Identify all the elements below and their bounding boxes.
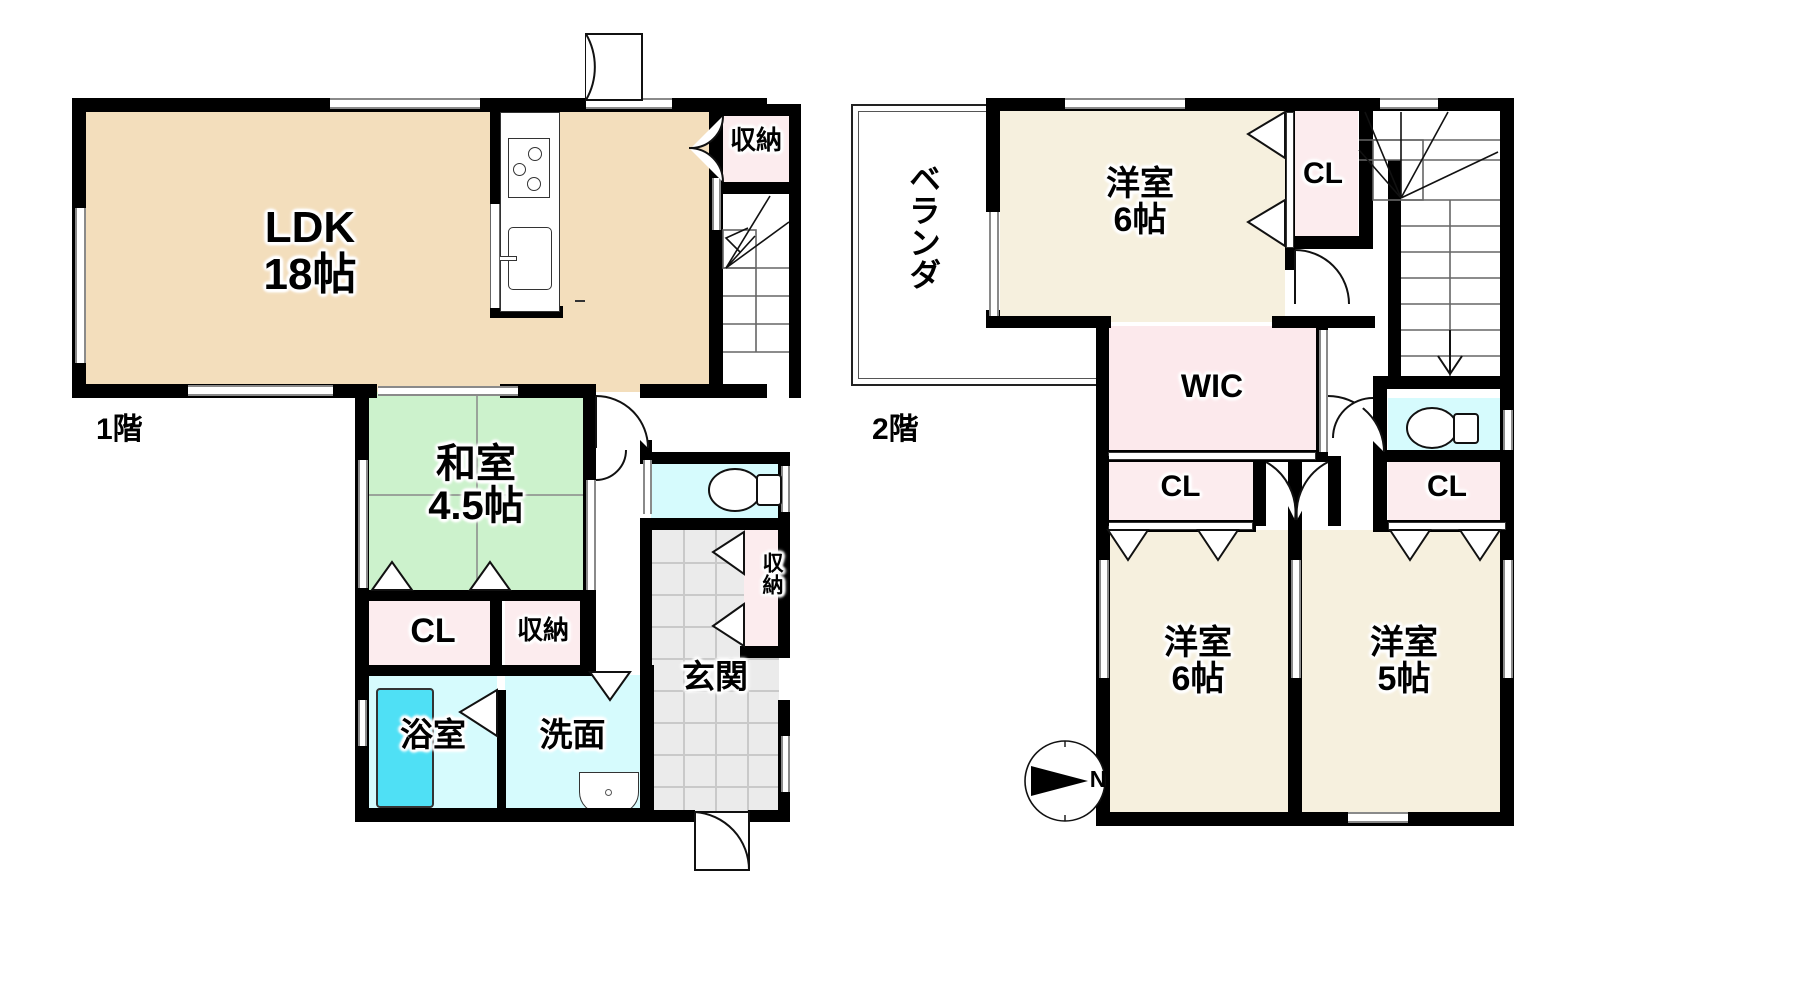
closet-door-panel xyxy=(1388,522,1506,530)
wall xyxy=(986,98,1000,212)
wall xyxy=(640,810,695,822)
wall xyxy=(580,596,592,672)
wall xyxy=(640,518,790,530)
window xyxy=(330,98,480,109)
stove-burner xyxy=(513,163,526,176)
wall xyxy=(1359,98,1373,248)
wall xyxy=(1096,456,1109,526)
floor1-label: 1階 xyxy=(96,413,143,446)
washbasin-drain xyxy=(605,789,612,796)
window xyxy=(1099,560,1109,678)
room-shuno-washitsu xyxy=(505,600,581,667)
genkan-tile-seam xyxy=(715,530,717,818)
room-yoshitsu-bottom-right xyxy=(1302,530,1506,818)
wall xyxy=(723,182,789,194)
room-shuno-upper xyxy=(723,114,789,182)
wall xyxy=(1295,236,1373,249)
wall xyxy=(640,518,652,822)
wall xyxy=(640,452,790,464)
room-toilet-floor1 xyxy=(651,460,779,520)
window xyxy=(1291,560,1301,678)
counter-edge xyxy=(490,204,500,308)
wall xyxy=(1096,812,1514,826)
room-yoshitsu-bottom-left xyxy=(1108,530,1288,818)
area-stairs-floor2 xyxy=(1358,104,1513,382)
window xyxy=(378,386,518,396)
window xyxy=(586,98,672,109)
closet-door-panel xyxy=(1108,452,1316,460)
compass-rose: N xyxy=(1022,738,1111,824)
window xyxy=(989,212,999,316)
window xyxy=(1503,560,1513,678)
wall xyxy=(1373,376,1514,389)
window xyxy=(1503,410,1513,450)
window xyxy=(75,208,86,363)
closet-door-panel xyxy=(1108,522,1253,530)
window xyxy=(1065,98,1185,109)
wall xyxy=(740,646,790,658)
window xyxy=(188,385,333,396)
floor2-label: 2階 xyxy=(872,413,919,446)
room-wic xyxy=(1108,326,1316,454)
window xyxy=(1319,330,1328,452)
stove-burner xyxy=(527,177,541,191)
window xyxy=(643,460,652,514)
room-yoshitsu-top xyxy=(1000,110,1285,322)
tatami-seam xyxy=(476,392,478,496)
wall xyxy=(778,518,790,658)
wall xyxy=(748,810,790,822)
wall xyxy=(1373,450,1514,462)
window xyxy=(712,178,721,230)
kitchen-partition xyxy=(575,300,585,302)
wall xyxy=(490,596,502,672)
window xyxy=(586,480,596,590)
wall xyxy=(789,104,801,398)
wall xyxy=(709,104,723,398)
wall xyxy=(583,440,596,480)
window xyxy=(358,700,367,746)
room-cl-floor1 xyxy=(369,600,497,667)
window xyxy=(1380,98,1438,109)
wall xyxy=(355,665,596,676)
room-ldk xyxy=(86,104,753,392)
wall xyxy=(640,384,767,398)
closet-door-panel xyxy=(1286,112,1294,248)
window xyxy=(358,460,368,588)
window xyxy=(781,466,790,512)
wall xyxy=(1500,98,1514,388)
compass-north-letter: N xyxy=(1085,766,1111,792)
tatami-seam xyxy=(476,496,478,600)
wall xyxy=(1328,456,1341,526)
wall xyxy=(497,690,506,820)
room-cl-left xyxy=(1108,462,1253,524)
room-cl-right xyxy=(1388,462,1506,524)
wall xyxy=(1373,388,1387,458)
wall xyxy=(500,384,590,398)
area-stairs-floor1 xyxy=(723,192,789,392)
wall xyxy=(986,316,1111,328)
tatami-seam xyxy=(369,494,584,496)
wall xyxy=(723,104,801,116)
fixture-bathtub xyxy=(376,688,434,808)
wall xyxy=(355,590,596,601)
room-toilet-floor2 xyxy=(1388,398,1506,456)
wall xyxy=(1253,456,1266,526)
genkan-tile-seam xyxy=(747,530,749,818)
wall xyxy=(1272,316,1375,328)
room-cl-top xyxy=(1287,110,1359,248)
wall xyxy=(1373,456,1387,526)
wall xyxy=(490,112,500,204)
window xyxy=(781,736,790,792)
window xyxy=(1348,812,1408,823)
wall xyxy=(1388,160,1401,388)
genkan-tile-seam xyxy=(683,530,685,818)
stove-burner xyxy=(528,147,542,161)
